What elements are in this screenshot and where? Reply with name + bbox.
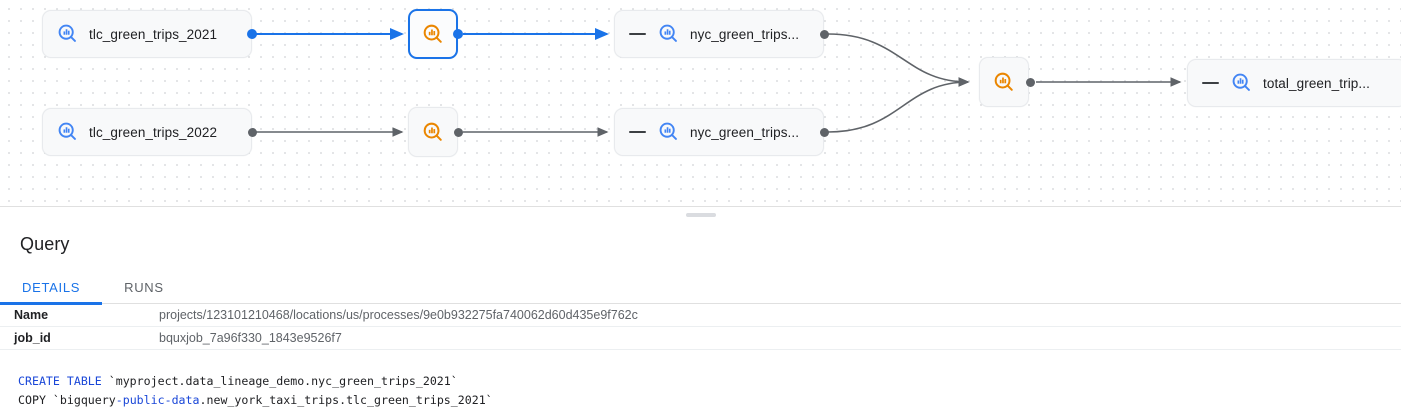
- port-out-tlc-2021[interactable]: [247, 29, 257, 39]
- node-process-query-3[interactable]: [979, 57, 1029, 107]
- bigquery-table-icon: [1232, 73, 1250, 91]
- bigquery-process-icon: [994, 72, 1013, 91]
- port-out-nyc-2[interactable]: [820, 128, 829, 137]
- tab-details[interactable]: DETAILS: [0, 271, 103, 305]
- panel-title: Query: [20, 234, 70, 254]
- panel-resize-splitter[interactable]: [0, 206, 1401, 218]
- detail-fields-table: Name projects/123101210468/locations/us/…: [0, 304, 1401, 350]
- lineage-graph-canvas[interactable]: tlc_green_trips_2021 tlc_green_trips_202…: [0, 0, 1401, 206]
- node-label: tlc_green_trips_2021: [89, 26, 218, 42]
- sql-line2-pre: COPY `bigquery: [18, 393, 116, 407]
- field-value: projects/123101210468/locations/us/proce…: [159, 308, 638, 322]
- node-label: nyc_green_trips...: [690, 26, 800, 42]
- node-label: tlc_green_trips_2022: [89, 124, 218, 140]
- sql-line2-keyword: -public-data: [115, 393, 200, 407]
- field-row-name: Name projects/123101210468/locations/us/…: [0, 304, 1401, 327]
- collapse-icon[interactable]: [1202, 82, 1219, 84]
- port-out-process-2[interactable]: [454, 128, 463, 137]
- node-tlc-green-trips-2021[interactable]: tlc_green_trips_2021: [42, 10, 252, 58]
- bigquery-table-icon: [659, 122, 677, 140]
- bigquery-table-icon: [659, 24, 677, 42]
- port-out-process-1[interactable]: [453, 29, 463, 39]
- bigquery-process-icon: [423, 122, 442, 141]
- bigquery-table-icon: [58, 122, 76, 140]
- field-key: job_id: [14, 331, 51, 345]
- node-nyc-green-trips-2[interactable]: nyc_green_trips...: [614, 108, 824, 156]
- port-out-nyc-1[interactable]: [820, 30, 829, 39]
- sql-keyword-create-table: CREATE TABLE: [18, 374, 102, 388]
- detail-panel: Query DETAILS RUNS Name projects/1231012…: [0, 218, 1401, 417]
- field-key: Name: [14, 308, 49, 322]
- bigquery-process-icon: [423, 24, 442, 43]
- node-total-green-trips[interactable]: total_green_trip...: [1187, 59, 1401, 107]
- field-value: bquxjob_7a96f330_1843e9526f7: [159, 331, 342, 345]
- tab-runs[interactable]: RUNS: [124, 280, 164, 295]
- node-nyc-green-trips-1[interactable]: nyc_green_trips...: [614, 10, 824, 58]
- field-row-job-id: job_id bquxjob_7a96f330_1843e9526f7: [0, 327, 1401, 350]
- node-process-query-1[interactable]: [408, 9, 458, 59]
- sql-query-text: CREATE TABLE `myproject.data_lineage_dem…: [0, 372, 1401, 410]
- sql-line2-rest: .new_york_taxi_trips.tlc_green_trips_202…: [199, 393, 493, 407]
- collapse-icon[interactable]: [629, 131, 646, 133]
- bigquery-table-icon: [58, 24, 76, 42]
- port-out-tlc-2022[interactable]: [248, 128, 257, 137]
- panel-tabs: DETAILS RUNS: [0, 271, 1401, 305]
- sql-line1-rest: `myproject.data_lineage_demo.nyc_green_t…: [101, 374, 458, 388]
- node-label: nyc_green_trips...: [690, 124, 800, 140]
- port-out-process-3[interactable]: [1026, 78, 1035, 87]
- node-label: total_green_trip...: [1263, 75, 1370, 91]
- node-process-query-2[interactable]: [408, 107, 458, 157]
- node-tlc-green-trips-2022[interactable]: tlc_green_trips_2022: [42, 108, 252, 156]
- collapse-icon[interactable]: [629, 33, 646, 35]
- drag-handle-icon[interactable]: [685, 213, 716, 217]
